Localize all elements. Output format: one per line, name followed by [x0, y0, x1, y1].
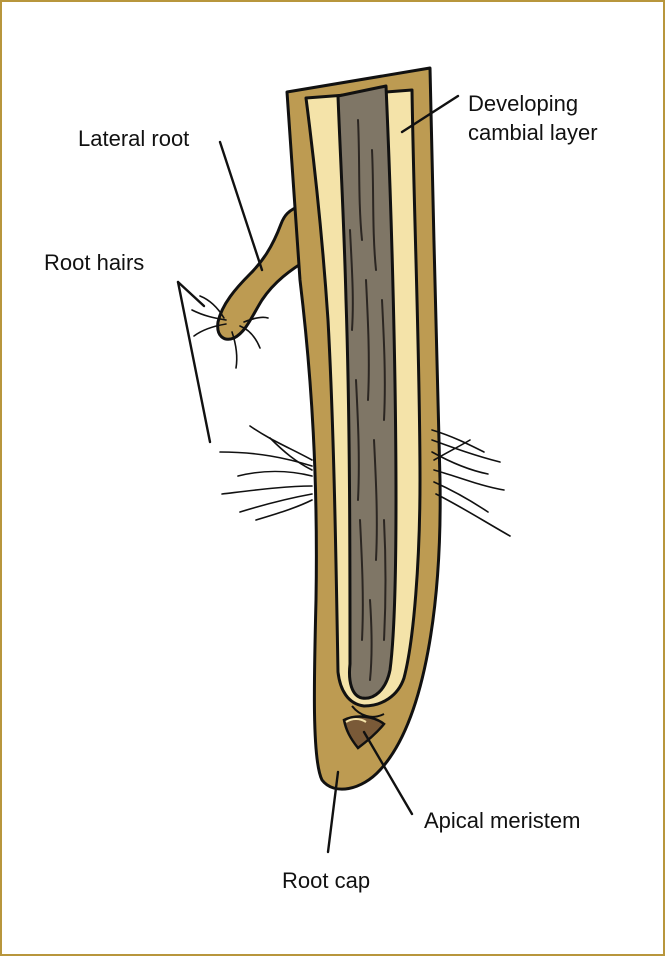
- label-developing-cambial-layer-line2: cambial layer: [468, 120, 598, 145]
- label-root-hairs: Root hairs: [44, 250, 144, 275]
- label-lateral-root: Lateral root: [78, 126, 189, 151]
- label-root-cap: Root cap: [282, 868, 370, 893]
- leader-lateral-root: [220, 142, 262, 270]
- label-developing-cambial-layer-line1: Developing: [468, 91, 578, 116]
- label-apical-meristem: Apical meristem: [424, 808, 580, 833]
- main-root-hairs-right: [432, 430, 510, 536]
- main-root-hairs-left: [220, 426, 312, 520]
